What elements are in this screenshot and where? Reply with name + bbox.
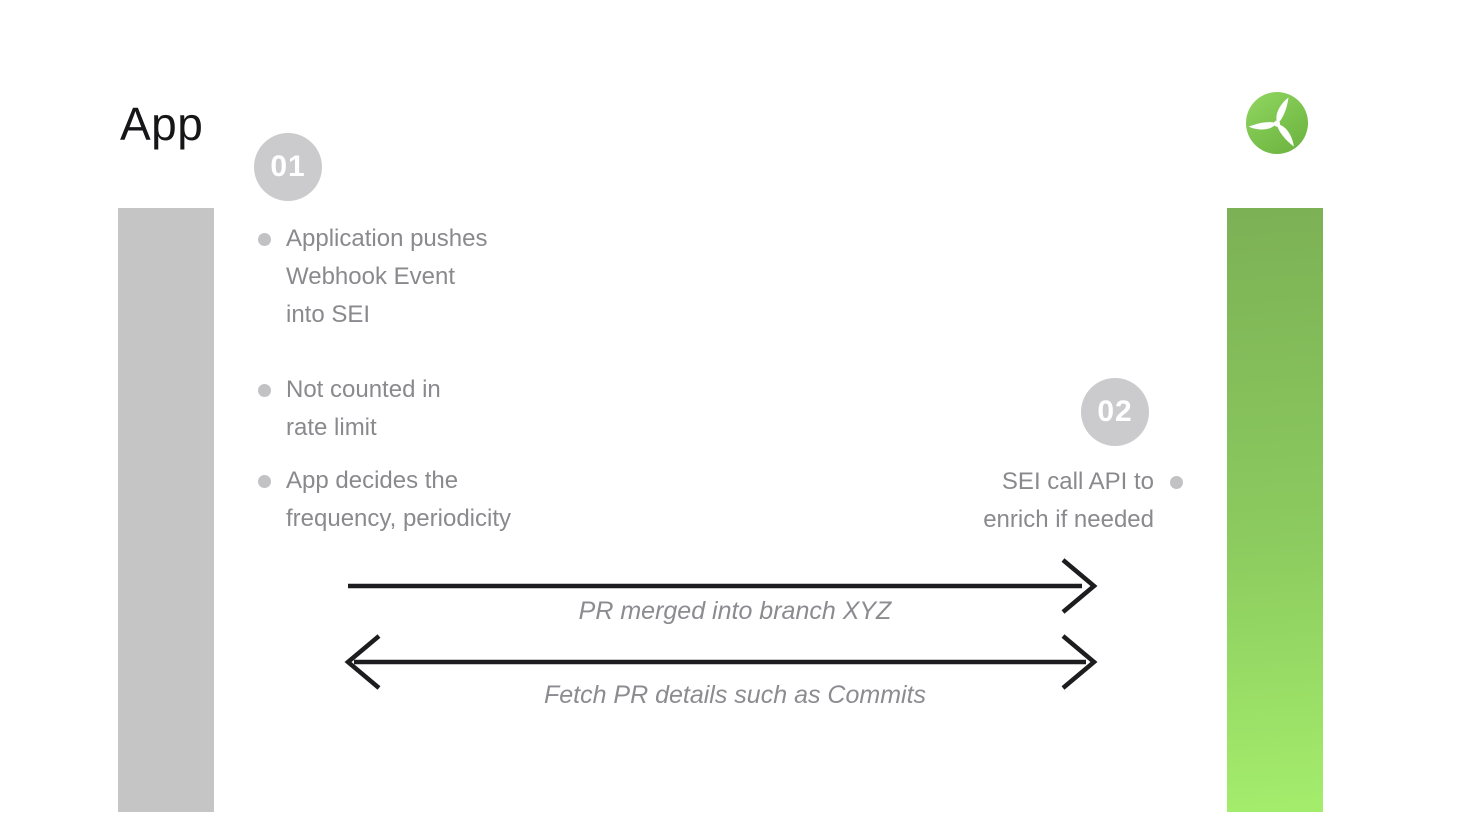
app-column-bar — [118, 208, 214, 812]
bullet-dot-icon — [1170, 476, 1183, 489]
arrow-label: Fetch PR details such as Commits — [543, 681, 927, 709]
page-title: App — [120, 98, 204, 150]
step1-bullet-list: Application pushes Webhook Event into SE… — [258, 220, 598, 538]
arrow-right — [348, 558, 1098, 614]
bullet-text: Application pushes Webhook Event into SE… — [286, 225, 488, 328]
arrow-double — [344, 634, 1098, 690]
propeller-logo-icon — [1246, 92, 1308, 154]
bullet-text: App decides the frequency, periodicity — [286, 467, 511, 532]
list-item: Application pushes Webhook Event into SE… — [258, 220, 598, 334]
step2-bullet-item: SEI call API to enrich if needed — [983, 463, 1183, 539]
arrow-label: PR merged into branch XYZ — [578, 597, 892, 625]
step-number: 02 — [1097, 395, 1133, 428]
bullet-dot-icon — [258, 475, 271, 488]
bullet-text: Not counted in rate limit — [286, 376, 441, 441]
step-badge-01: 01 — [254, 133, 322, 201]
list-item: App decides the frequency, periodicity — [258, 462, 598, 538]
step-badge-02: 02 — [1081, 378, 1149, 446]
bullet-dot-icon — [258, 384, 271, 397]
bullet-dot-icon — [258, 233, 271, 246]
list-item: Not counted in rate limit — [258, 371, 598, 447]
sei-column-bar — [1227, 208, 1323, 812]
flow-arrows — [344, 558, 1098, 690]
bullet-text: SEI call API to enrich if needed — [983, 468, 1154, 533]
step-number: 01 — [270, 150, 306, 183]
